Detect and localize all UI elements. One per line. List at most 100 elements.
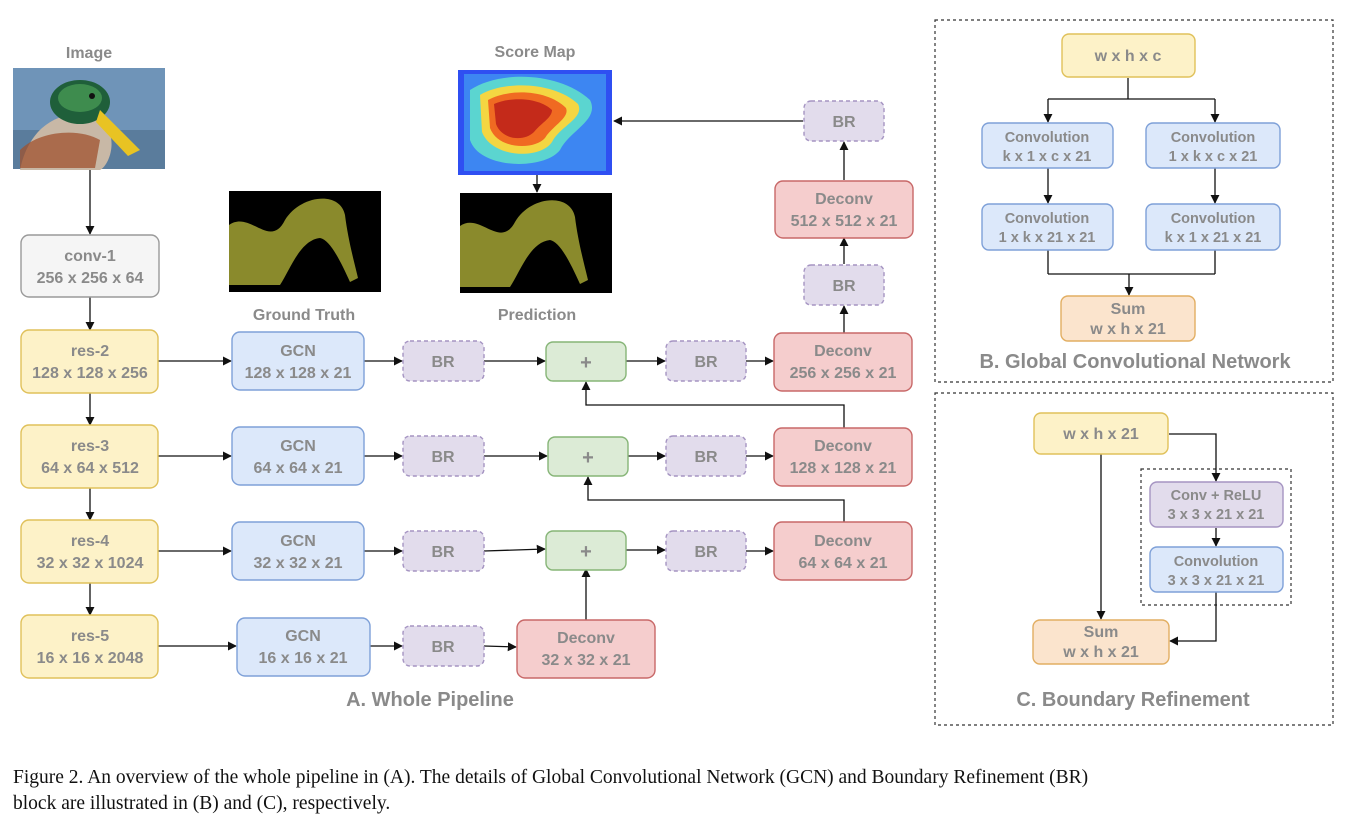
- gcn-panel-title: B. Global Convolutional Network: [979, 351, 1291, 373]
- gcn-conv-1k-node: Convolution 1 x k x c x 21: [1145, 122, 1281, 169]
- svg-text:+: +: [580, 352, 592, 374]
- svg-text:w x h x 21: w x h x 21: [1062, 426, 1139, 443]
- deconv1-dims: 512 x 512 x 21: [791, 213, 898, 230]
- br-sum-node: Sum w x h x 21: [1032, 619, 1170, 665]
- gcn-conv-1k-21-node: Convolution 1 x k x 21 x 21: [981, 203, 1114, 251]
- caption-line-2: block are illustrated in (B) and (C), re…: [13, 793, 390, 814]
- prediction-label: Prediction: [498, 307, 576, 324]
- br-node-after-sum3: BR: [665, 435, 747, 477]
- deconv-node-512: Deconv 512 x 512 x 21: [774, 180, 914, 239]
- gcn3-title: GCN: [280, 438, 316, 455]
- br-node-after-sum4: BR: [665, 530, 747, 572]
- gcn4-title: GCN: [280, 533, 316, 550]
- br-conv-node: Convolution 3 x 3 x 21 x 21: [1149, 546, 1284, 593]
- br-node-row2: BR: [402, 340, 485, 382]
- br-input-node: w x h x 21: [1033, 412, 1169, 455]
- svg-text:BR: BR: [694, 354, 718, 371]
- res4-title: res-4: [71, 533, 109, 550]
- gcn2-dims: 128 x 128 x 21: [245, 365, 352, 382]
- svg-text:3 x 3 x 21 x 21: 3 x 3 x 21 x 21: [1168, 573, 1265, 589]
- res5-node: res-5 16 x 16 x 2048: [20, 614, 159, 679]
- gcn3-node: GCN 64 x 64 x 21: [231, 426, 365, 486]
- br-node-row3: BR: [402, 435, 485, 477]
- deconv5-title: Deconv: [557, 630, 615, 647]
- deconv-node-128: Deconv 128 x 128 x 21: [773, 427, 913, 487]
- gcn5-node: GCN 16 x 16 x 21: [236, 617, 371, 677]
- br-node-upper2: BR: [803, 100, 885, 142]
- svg-text:BR: BR: [431, 449, 455, 466]
- deconv3-dims: 128 x 128 x 21: [790, 460, 897, 477]
- svg-text:BR: BR: [694, 449, 718, 466]
- svg-text:1 x k x c x 21: 1 x k x c x 21: [1169, 149, 1258, 165]
- br-conv-relu-node: Conv + ReLU 3 x 3 x 21 x 21: [1149, 481, 1284, 528]
- ground-truth-image: [229, 191, 381, 292]
- svg-text:BR: BR: [832, 278, 856, 295]
- gcn2-title: GCN: [280, 343, 316, 360]
- conv1-node: conv-1 256 x 256 x 64: [20, 234, 160, 298]
- deconv4-title: Deconv: [814, 533, 872, 550]
- deconv3-title: Deconv: [814, 438, 872, 455]
- res3-node: res-3 64 x 64 x 512: [20, 424, 159, 489]
- svg-text:BR: BR: [431, 544, 455, 561]
- svg-text:Convolution: Convolution: [1171, 211, 1256, 227]
- sum-node-row3: +: [547, 436, 629, 477]
- input-image: [13, 68, 165, 170]
- br-node-upper1: BR: [803, 264, 885, 306]
- gcn-conv-k1-21-node: Convolution k x 1 x 21 x 21: [1145, 203, 1281, 251]
- svg-text:+: +: [582, 447, 594, 469]
- score-map-label: Score Map: [495, 44, 576, 61]
- deconv-node-256: Deconv 256 x 256 x 21: [773, 332, 913, 392]
- conv1-dims: 256 x 256 x 64: [37, 270, 144, 287]
- res3-dims: 64 x 64 x 512: [41, 460, 139, 477]
- gcn5-dims: 16 x 16 x 21: [259, 650, 348, 667]
- res2-title: res-2: [71, 343, 109, 360]
- deconv-node-32: Deconv 32 x 32 x 21: [516, 619, 656, 679]
- res2-node: res-2 128 x 128 x 256: [20, 329, 159, 394]
- br-edges: [1096, 433, 1221, 646]
- res4-dims: 32 x 32 x 1024: [37, 555, 144, 572]
- svg-text:Convolution: Convolution: [1171, 130, 1256, 146]
- svg-text:w x h x 21: w x h x 21: [1089, 321, 1166, 338]
- svg-text:Conv + ReLU: Conv + ReLU: [1171, 488, 1262, 504]
- svg-text:Sum: Sum: [1111, 301, 1146, 318]
- svg-text:Convolution: Convolution: [1174, 554, 1259, 570]
- svg-text:w x h x c: w x h x c: [1094, 48, 1162, 65]
- gcn3-dims: 64 x 64 x 21: [254, 460, 343, 477]
- svg-text:BR: BR: [431, 639, 455, 656]
- svg-text:Convolution: Convolution: [1005, 211, 1090, 227]
- res4-node: res-4 32 x 32 x 1024: [20, 519, 159, 584]
- svg-text:k x 1 x 21 x 21: k x 1 x 21 x 21: [1165, 230, 1262, 246]
- gcn-sum-node: Sum w x h x 21: [1060, 295, 1196, 342]
- prediction-image: [460, 193, 612, 293]
- ground-truth-label: Ground Truth: [253, 307, 355, 324]
- deconv1-title: Deconv: [815, 191, 873, 208]
- br-panel-title: C. Boundary Refinement: [1016, 689, 1250, 711]
- br-panel: [934, 392, 1334, 726]
- svg-text:Convolution: Convolution: [1005, 130, 1090, 146]
- svg-text:k x 1 x c x 21: k x 1 x c x 21: [1003, 149, 1092, 165]
- svg-text:BR: BR: [431, 354, 455, 371]
- svg-text:1 x k x 21 x 21: 1 x k x 21 x 21: [999, 230, 1096, 246]
- caption-line-1: Figure 2. An overview of the whole pipel…: [13, 767, 1088, 788]
- gcn4-node: GCN 32 x 32 x 21: [231, 521, 365, 581]
- gcn2-node: GCN 128 x 128 x 21: [231, 331, 365, 391]
- deconv-node-64: Deconv 64 x 64 x 21: [773, 521, 913, 581]
- gcn5-title: GCN: [285, 628, 321, 645]
- svg-text:BR: BR: [694, 544, 718, 561]
- br-node-row5: BR: [402, 625, 485, 667]
- res3-title: res-3: [71, 438, 109, 455]
- pipeline-title: A. Whole Pipeline: [346, 689, 514, 711]
- deconv5-dims: 32 x 32 x 21: [542, 652, 631, 669]
- gcn-input-node: w x h x c: [1061, 33, 1196, 78]
- score-map-image: [458, 70, 612, 175]
- pipeline-edges: [85, 116, 849, 652]
- sum-node-row4: +: [545, 530, 627, 571]
- image-label: Image: [66, 45, 112, 62]
- gcn4-dims: 32 x 32 x 21: [254, 555, 343, 572]
- res2-dims: 128 x 128 x 256: [32, 365, 148, 382]
- svg-text:3 x 3 x 21 x 21: 3 x 3 x 21 x 21: [1168, 507, 1265, 523]
- br-node-row4: BR: [402, 530, 485, 572]
- sum-node-row2: +: [545, 341, 627, 382]
- svg-text:+: +: [580, 541, 592, 563]
